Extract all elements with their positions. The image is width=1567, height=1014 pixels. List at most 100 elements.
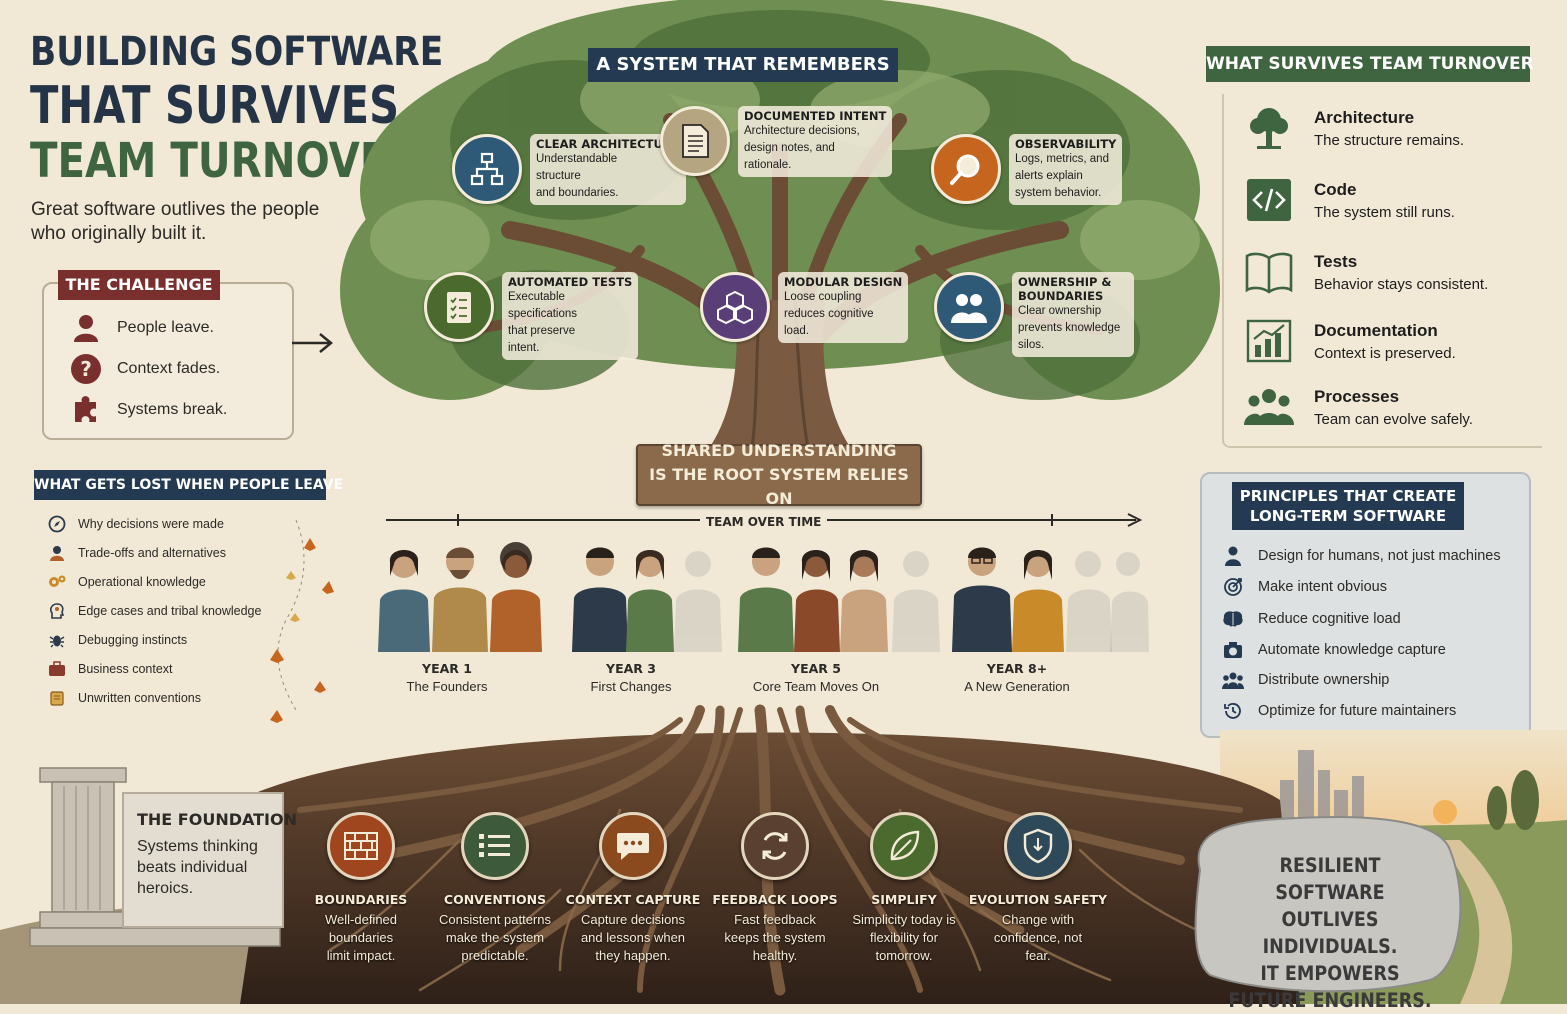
tree-node-architecture: CLEAR ARCHITECTURE Understandable struct… bbox=[452, 134, 686, 205]
checklist-icon bbox=[424, 272, 494, 342]
leaf-icon bbox=[870, 812, 938, 880]
sign-line: SHARED UNDERSTANDING bbox=[661, 441, 897, 460]
lost-item-text: Why decisions were made bbox=[78, 517, 224, 531]
principle-text: Design for humans, not just machines bbox=[1258, 548, 1501, 564]
node-desc-line: specifications bbox=[508, 308, 578, 320]
root-desc: Well-defined boundaries limit impact. bbox=[286, 911, 436, 965]
node-desc: Executable specifications that preserve … bbox=[508, 289, 632, 357]
root-node-boundaries: BOUNDARIES Well-defined boundaries limit… bbox=[286, 812, 436, 965]
root-desc: Consistent patterns make the system pred… bbox=[420, 911, 570, 965]
group-icon bbox=[1242, 383, 1296, 431]
bricks-icon bbox=[327, 812, 395, 880]
foundation-title: THE FOUNDATION bbox=[137, 810, 297, 829]
survives-panel bbox=[1222, 94, 1542, 448]
scroll-icon bbox=[46, 687, 68, 709]
title-line-2: THAT SURVIVES bbox=[30, 76, 400, 136]
root-title: CONTEXT CAPTURE bbox=[565, 892, 701, 907]
principles-heading-line: LONG-TERM SOFTWARE bbox=[1249, 507, 1447, 525]
root-desc-line: boundaries bbox=[328, 930, 394, 945]
year-block: YEAR 1 The Founders bbox=[362, 660, 532, 696]
year-label: YEAR 5 bbox=[791, 661, 841, 676]
node-title: DOCUMENTED INTENT bbox=[744, 109, 887, 123]
tree-node-observability: OBSERVABILITY Logs, metrics, and alerts … bbox=[931, 134, 1123, 205]
year-caption: A New Generation bbox=[964, 679, 1070, 694]
node-desc-line: rationale. bbox=[744, 159, 792, 171]
closing-line: OUTLIVES INDIVIDUALS. bbox=[1262, 908, 1398, 958]
year-block: YEAR 8+ A New Generation bbox=[932, 660, 1102, 696]
person-icon bbox=[1222, 545, 1244, 567]
principle-item: Automate knowledge capture bbox=[1222, 639, 1446, 661]
root-desc-line: Consistent patterns bbox=[438, 912, 551, 927]
principle-text: Reduce cognitive load bbox=[1258, 611, 1401, 627]
challenge-heading: THE CHALLENGE bbox=[58, 270, 220, 300]
title-line-1: BUILDING SOFTWARE bbox=[30, 29, 444, 75]
challenge-item-text: People leave. bbox=[117, 319, 214, 336]
camera-icon bbox=[1222, 639, 1244, 661]
root-node-evolution-safety: EVOLUTION SAFETY Change with confidence,… bbox=[963, 812, 1113, 965]
node-desc: Loose coupling reduces cognitive load. bbox=[784, 289, 902, 340]
year-block: YEAR 5 Core Team Moves On bbox=[731, 660, 901, 696]
root-title: SIMPLIFY bbox=[871, 892, 937, 907]
shared-understanding-sign: SHARED UNDERSTANDING IS THE ROOT SYSTEM … bbox=[636, 441, 922, 508]
chat-icon bbox=[599, 812, 667, 880]
system-heading: A SYSTEM THAT REMEMBERS bbox=[588, 48, 898, 82]
year-caption: Core Team Moves On bbox=[752, 679, 880, 694]
lost-item: Operational knowledge bbox=[46, 571, 206, 593]
principles-heading-line: PRINCIPLES THAT CREATE bbox=[1239, 487, 1457, 505]
root-desc-line: tomorrow. bbox=[875, 948, 933, 963]
target-icon bbox=[1222, 576, 1244, 598]
team-year-8-illustration bbox=[952, 547, 1149, 652]
team-icon bbox=[934, 272, 1004, 342]
closing-stone-text: RESILIENT SOFTWARE OUTLIVES INDIVIDUALS.… bbox=[1222, 852, 1438, 1014]
node-desc-line: design notes, and bbox=[744, 142, 835, 154]
bug-icon bbox=[46, 629, 68, 651]
team-year-3-illustration bbox=[572, 547, 722, 652]
lost-item: Trade-offs and alternatives bbox=[46, 542, 226, 564]
node-desc-line: load. bbox=[784, 325, 809, 337]
code-icon bbox=[1242, 176, 1296, 224]
node-desc: Clear ownership prevents knowledge silos… bbox=[1018, 303, 1128, 354]
puzzle-icon bbox=[70, 394, 102, 426]
root-desc: Change with confidence, not fear. bbox=[963, 911, 1113, 965]
node-desc-line: that preserve bbox=[508, 325, 576, 337]
lost-item: Edge cases and tribal knowledge bbox=[46, 600, 261, 622]
principle-text: Distribute ownership bbox=[1258, 672, 1390, 688]
root-desc: Fast feedback keeps the system healthy. bbox=[700, 911, 850, 965]
root-desc-line: keeps the system bbox=[724, 930, 826, 945]
node-title: AUTOMATED TESTS bbox=[508, 275, 633, 289]
root-desc-line: confidence, not bbox=[993, 930, 1083, 945]
arrow-right-icon bbox=[292, 333, 333, 353]
foundation-plaque bbox=[122, 792, 284, 928]
gears-icon bbox=[46, 571, 68, 593]
tree-node-ownership: OWNERSHIP & BOUNDARIES Clear ownership p… bbox=[934, 272, 1134, 357]
principle-text: Make intent obvious bbox=[1258, 579, 1387, 595]
principle-text: Optimize for future maintainers bbox=[1258, 703, 1457, 719]
svg-text:?: ? bbox=[80, 357, 92, 381]
survives-item-desc: Behavior stays consistent. bbox=[1314, 275, 1489, 293]
lost-item-text: Edge cases and tribal knowledge bbox=[78, 604, 262, 618]
node-desc-line: Understandable bbox=[536, 153, 618, 165]
people-icon bbox=[46, 542, 68, 564]
root-desc-line: flexibility for bbox=[870, 930, 938, 945]
lost-item-text: Unwritten conventions bbox=[78, 691, 201, 705]
survives-item-title: Tests bbox=[1314, 251, 1358, 271]
node-desc-line: alerts explain bbox=[1015, 170, 1083, 182]
survives-item-title: Code bbox=[1314, 179, 1357, 199]
foundation-desc: Systems thinking beats individual heroic… bbox=[137, 838, 258, 897]
root-desc-line: they happen. bbox=[595, 948, 671, 963]
chart-icon bbox=[1242, 317, 1296, 365]
person-icon bbox=[70, 312, 102, 344]
book-icon bbox=[1242, 248, 1296, 296]
survives-item-title: Architecture bbox=[1314, 107, 1415, 127]
lost-heading: WHAT GETS LOST WHEN PEOPLE LEAVE bbox=[34, 470, 343, 500]
year-block: YEAR 3 First Changes bbox=[546, 660, 716, 696]
challenge-item-text: Systems break. bbox=[117, 401, 228, 418]
node-desc-line: Logs, metrics, and bbox=[1015, 153, 1109, 165]
tree-node-automated-tests: AUTOMATED TESTS Executable specification… bbox=[424, 272, 639, 360]
root-node-feedback-loops: FEEDBACK LOOPS Fast feedback keeps the s… bbox=[700, 812, 850, 965]
node-desc-line: Clear ownership bbox=[1018, 305, 1102, 317]
node-desc-line: and boundaries. bbox=[536, 187, 619, 199]
